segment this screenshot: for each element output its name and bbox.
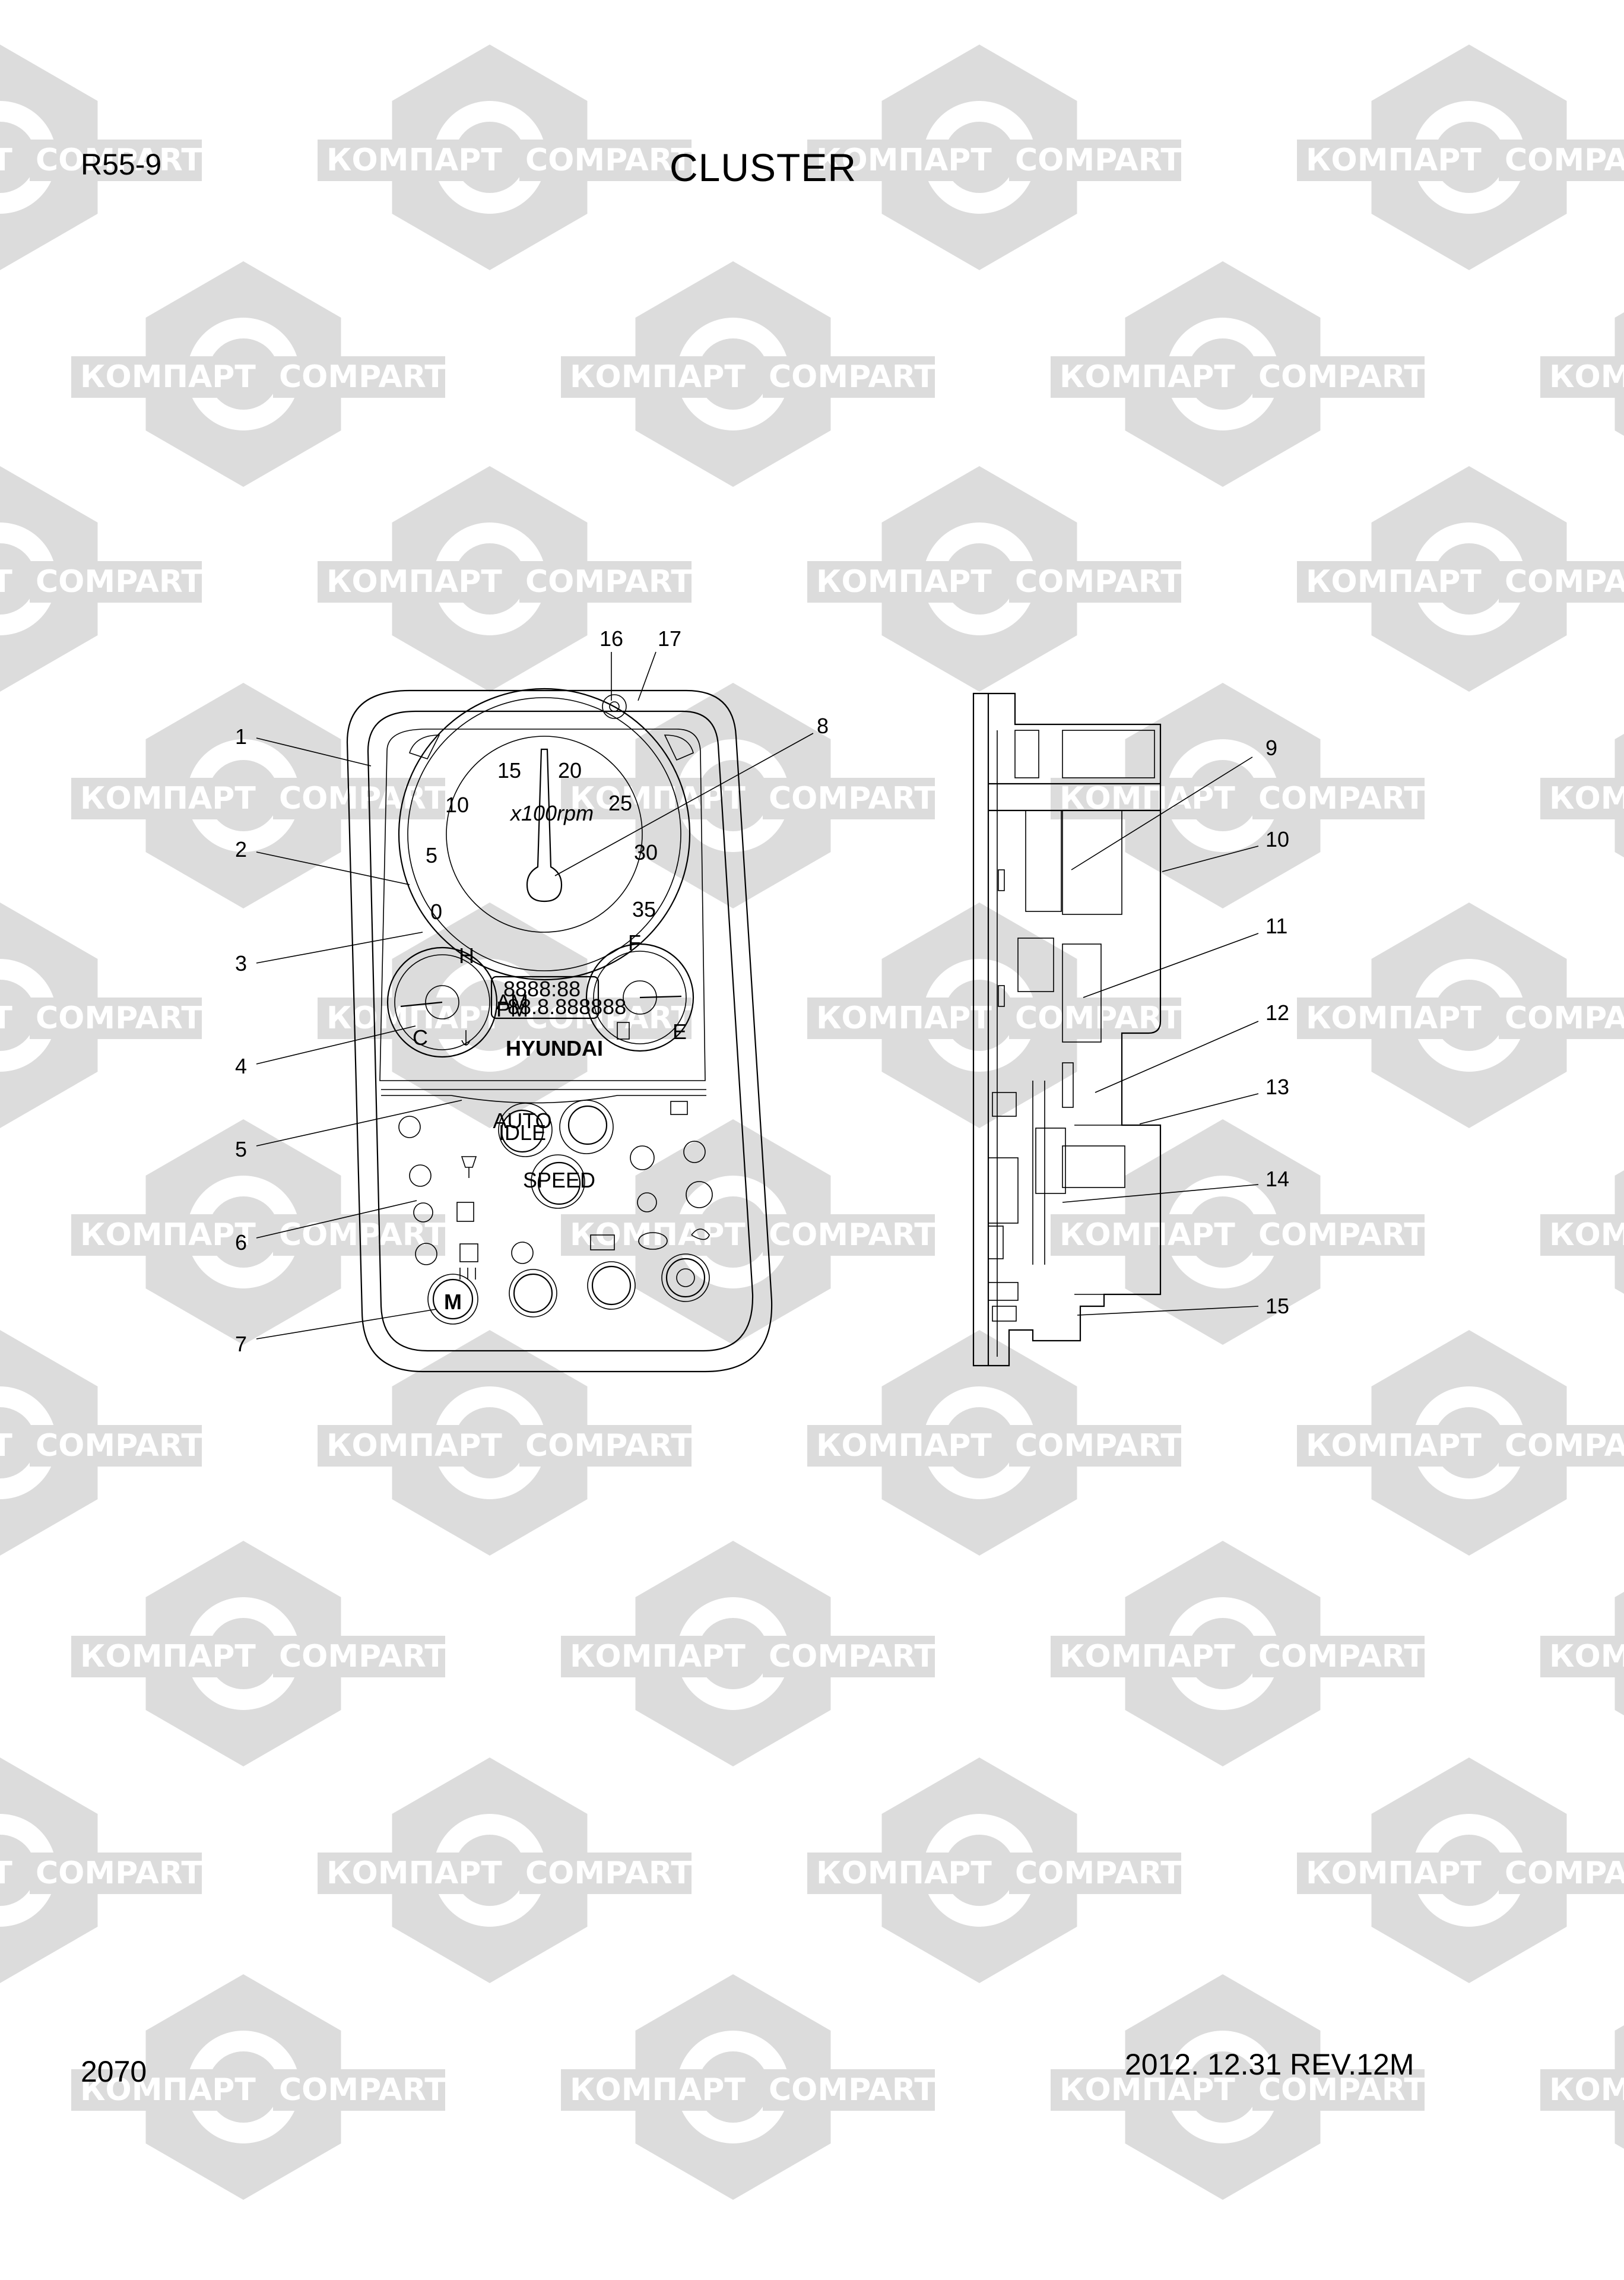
lamp-icon <box>691 1228 710 1240</box>
tach-label-25: 25 <box>608 791 632 815</box>
lamp-icon <box>409 1164 432 1187</box>
lamp-icon <box>398 1116 421 1138</box>
callout-12: 12 <box>1265 1000 1289 1025</box>
lamp-icon <box>415 1243 437 1265</box>
tach-label-0: 0 <box>430 900 442 924</box>
callout-14: 14 <box>1265 1167 1289 1191</box>
tach-label-35: 35 <box>632 897 656 922</box>
lcd-am: AM <box>496 990 528 1014</box>
tach-needle <box>526 748 563 902</box>
callout-7: 7 <box>235 1332 247 1356</box>
cluster-side-view <box>972 692 1162 1367</box>
power-boost-button[interactable] <box>567 1105 608 1145</box>
fuel-full-mark: F <box>628 930 641 955</box>
coolant-temp-icon <box>461 1030 471 1046</box>
auto-idle-label: AUTO <box>493 1109 551 1133</box>
lamp-icon <box>686 1181 713 1208</box>
lamp-icon <box>413 1202 433 1223</box>
cluster-front-view: 0 5 10 15 20 25 30 35 x100rpm H C <box>346 688 773 1373</box>
callout-3: 3 <box>235 951 247 976</box>
revision-date: 2012. 12.31 REV.12M <box>1125 2048 1414 2081</box>
lamp-icon <box>590 1234 615 1250</box>
lamp-icon <box>630 1145 655 1170</box>
lcd-pm: PM <box>496 997 528 1021</box>
tach-label-30: 30 <box>634 840 658 864</box>
lamp-icon <box>638 1232 668 1250</box>
tachometer-dial: 0 5 10 15 20 25 30 35 x100rpm <box>426 748 658 924</box>
auto-idle-label-2: IDLE <box>499 1120 546 1145</box>
tach-label-5: 5 <box>426 843 437 867</box>
speed-label: SPEED <box>523 1168 595 1192</box>
temp-hot-mark: H <box>459 943 474 968</box>
travel-button[interactable] <box>591 1265 632 1306</box>
fuel-gauge: F E <box>585 930 694 1052</box>
model-label: R55-9 <box>81 148 162 181</box>
callout-11: 11 <box>1265 914 1287 938</box>
callout-15: 15 <box>1265 1294 1289 1318</box>
mounting-screw-inner <box>609 701 620 712</box>
callout-10: 10 <box>1265 827 1289 851</box>
callout-13: 13 <box>1265 1075 1289 1099</box>
callouts: 1 2 3 4 5 6 7 8 9 10 11 12 13 14 15 16 1 <box>235 626 1289 1356</box>
lcd-display: 8888:88 AM PM 88.8.888888 <box>490 976 626 1021</box>
callout-5: 5 <box>235 1137 247 1161</box>
callout-6: 6 <box>235 1230 247 1255</box>
fuel-pump-icon <box>617 1022 630 1040</box>
display-select-button[interactable] <box>665 1258 706 1298</box>
temp-cold-mark: C <box>413 1025 428 1050</box>
mounting-screw <box>602 694 627 719</box>
callout-16: 16 <box>600 626 623 651</box>
tach-unit-label: x100rpm <box>509 801 594 825</box>
callout-9: 9 <box>1265 736 1277 760</box>
tach-label-15: 15 <box>497 758 521 783</box>
lamp-icon <box>670 1101 688 1115</box>
callout-4: 4 <box>235 1054 247 1078</box>
lcd-bottom-line: 88.8.888888 <box>508 995 626 1019</box>
lamp-icon <box>461 1156 477 1178</box>
callout-2: 2 <box>235 837 247 862</box>
lamp-icon <box>511 1242 534 1264</box>
lamp-icon <box>459 1268 476 1280</box>
work-mode-button[interactable] <box>513 1273 553 1313</box>
brand-logo: HYUNDAI <box>506 1036 603 1060</box>
callout-1: 1 <box>235 724 247 749</box>
lamp-icon <box>637 1192 657 1212</box>
tach-label-10: 10 <box>445 793 469 817</box>
bottom-button-row: M <box>427 1253 710 1325</box>
mode-button-label: M <box>444 1290 462 1314</box>
tach-label-20: 20 <box>558 758 582 783</box>
fuel-empty-mark: E <box>673 1019 687 1044</box>
lamp-icon <box>683 1141 706 1163</box>
page-number: 2070 <box>81 2055 147 2088</box>
mode-select-button[interactable] <box>432 1278 474 1320</box>
lamp-icon <box>459 1243 478 1262</box>
warning-lamps <box>398 1101 713 1280</box>
coolant-temp-gauge: H C <box>386 943 498 1058</box>
auto-idle-button[interactable] <box>500 1109 544 1153</box>
callout-17: 17 <box>658 626 681 651</box>
lcd-top-line: 8888:88 <box>503 977 581 1001</box>
callout-8: 8 <box>817 714 829 738</box>
page-title: CLUSTER <box>670 145 857 189</box>
mode-button-cluster: AUTO IDLE SPEED <box>493 1100 614 1209</box>
display-select-icon <box>676 1268 695 1287</box>
speed-button[interactable] <box>537 1161 581 1205</box>
lamp-icon <box>456 1202 474 1222</box>
